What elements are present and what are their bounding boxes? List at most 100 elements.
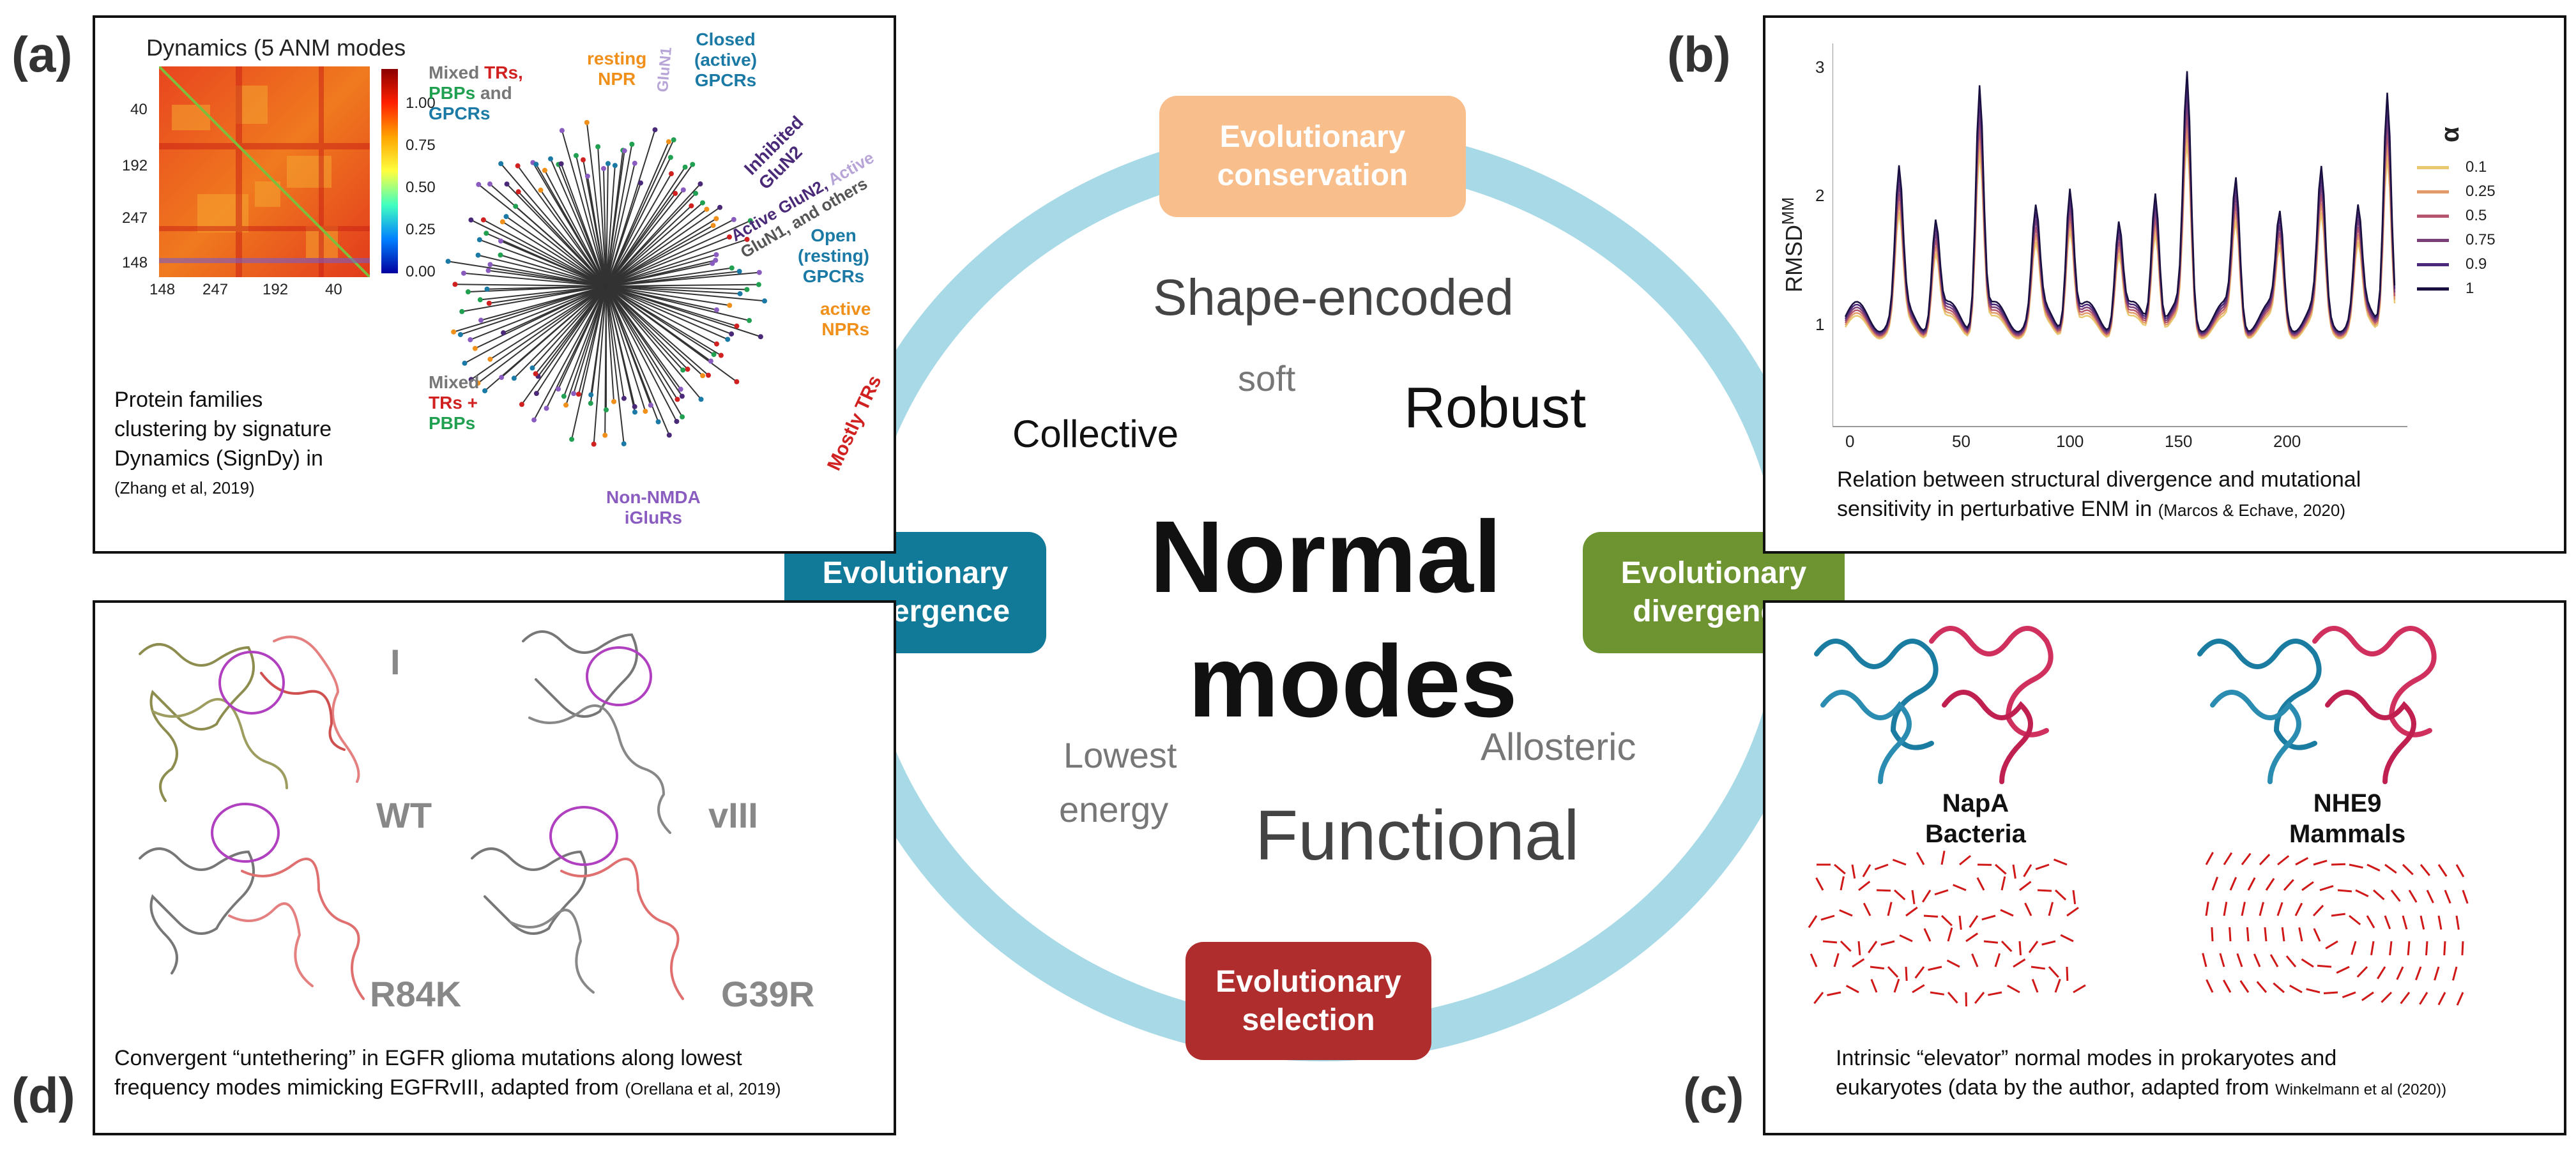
tree-leaf-dot	[484, 286, 490, 292]
tree-leaf-dot	[697, 181, 703, 187]
mode-arrow	[2281, 927, 2285, 942]
tree-branch	[535, 285, 607, 374]
struct-label-i: I	[390, 642, 400, 682]
mode-arrow	[1916, 852, 1925, 865]
tree-mixed-top-1: Mixed	[429, 63, 480, 82]
tree-leaf-dot	[621, 148, 627, 154]
tree-branch	[606, 285, 615, 402]
tree-leaf-dot	[468, 217, 474, 223]
tree-leaf-dot	[499, 219, 505, 225]
panel-b-caption-line2: sensitivity in perturbative ENM in	[1837, 497, 2153, 521]
tree-branch	[477, 285, 607, 384]
tree-branch	[606, 285, 683, 418]
panel-a-label: (a)	[11, 26, 73, 82]
mode-arrow	[1833, 953, 1840, 967]
mode-arrow	[1995, 863, 2007, 875]
tree-branch	[471, 285, 607, 381]
heatmap-colorbar	[381, 69, 398, 273]
rmsd-series-line	[1844, 112, 2396, 337]
tree-leaf-dot	[530, 365, 535, 371]
transporter-structures	[1808, 626, 2469, 1007]
tree-resting-npr-2: NPR	[598, 69, 636, 89]
panel-b-ylabel-sup: MM	[1778, 197, 1797, 225]
tree-leaf-dot	[465, 289, 471, 295]
tree-open-3: GPCRs	[802, 266, 865, 286]
mode-arrow	[2289, 985, 2303, 994]
legend-swatch	[2417, 238, 2449, 242]
mode-arrow	[2073, 984, 2086, 994]
mode-arrow	[1958, 915, 1962, 930]
mode-arrow	[2323, 991, 2338, 994]
mode-arrow	[1870, 978, 1878, 993]
mode-arrow	[1840, 876, 1845, 891]
tree-leaf-dot	[571, 391, 577, 397]
rmsd-series-line	[1844, 71, 2396, 333]
mode-arrow	[2366, 915, 2375, 928]
tree-leaf-dot	[575, 391, 581, 397]
panel-b-ylabel: RMSDMM	[1778, 197, 1808, 292]
mode-arrow	[2381, 991, 2393, 1003]
tree-branch	[586, 122, 607, 287]
mode-arrow	[2355, 889, 2369, 897]
tree-leaf-dot	[747, 317, 752, 323]
tree-closed-3: GPCRs	[694, 70, 757, 90]
tree-open-2: (resting)	[798, 246, 869, 266]
mode-arrow	[2366, 863, 2381, 872]
mode-arrow	[2312, 904, 2324, 917]
mode-arrow	[1863, 902, 1871, 916]
panel-c-label: (c)	[1683, 1067, 1744, 1123]
panel-d-caption-line2: frequency modes mimicking EGFRvIII, adap…	[114, 1075, 619, 1100]
mode-arrow	[2048, 902, 2054, 916]
tree-branch	[606, 193, 696, 287]
tree-branch	[606, 285, 678, 422]
panel-c: NapA Bacteria NHE9 Mammals Intrinsic “el…	[1763, 600, 2566, 1135]
tree-leaf-dot	[558, 161, 564, 167]
tree-leaf-dot	[747, 218, 753, 224]
heatmap-ytick-3: 247	[122, 209, 148, 227]
tree-leaf-dot	[711, 352, 717, 358]
legend-entry: 0.25	[2417, 179, 2496, 204]
mode-arrow	[1974, 992, 1985, 1004]
mode-arrow	[2028, 941, 2039, 953]
tree-branch	[606, 218, 735, 287]
mode-arrow	[2206, 979, 2214, 993]
tree-leaf-dot	[468, 337, 473, 343]
mode-arrow	[2337, 889, 2352, 893]
tree-leaf-dot	[515, 189, 521, 195]
tree-leaf-dot	[699, 200, 705, 206]
tree-closed-1: Closed	[696, 29, 756, 49]
tree-leaf-dot	[666, 139, 671, 144]
tree-leaf-dot	[477, 297, 483, 303]
heatmap-xtick-3: 192	[263, 281, 289, 298]
mode-arrow	[2455, 864, 2465, 877]
tree-leaf-dot	[643, 409, 648, 414]
tree-branch	[606, 189, 684, 287]
tree-branch	[575, 155, 607, 287]
mode-arrow	[2259, 902, 2264, 916]
mode-arrow	[2361, 991, 2374, 1001]
tree-leaf-dot	[547, 156, 553, 162]
mode-arrow	[2269, 954, 2279, 967]
legend-swatch	[2417, 214, 2449, 218]
mode-arrow	[2246, 927, 2250, 942]
panel-b-caption-line1: Relation between structural divergence a…	[1837, 467, 2361, 492]
mode-arrow	[1921, 890, 1932, 903]
panel-b-xtick-2: 50	[1952, 432, 1970, 451]
tree-leaf-dot	[729, 265, 735, 271]
tree-leaf-dot	[513, 204, 519, 209]
heatmap	[159, 66, 370, 277]
mode-arrow	[1852, 958, 1865, 968]
tree-branch	[606, 157, 671, 287]
tree-branch	[478, 184, 607, 287]
mode-arrow	[2066, 966, 2069, 981]
tree-leaf-dot	[731, 216, 736, 222]
mode-arrow	[2205, 902, 2209, 916]
tree-leaf-dot	[710, 223, 716, 229]
tree-branch	[606, 206, 720, 287]
colorbar-tick-1: 1.00	[406, 95, 436, 112]
tree-leaf-dot	[667, 155, 673, 160]
napa-label-2: Bacteria	[1925, 820, 2026, 848]
tree-branch	[606, 285, 717, 345]
mode-arrow	[2456, 992, 2464, 1006]
tree-open-1: Open	[811, 225, 857, 245]
